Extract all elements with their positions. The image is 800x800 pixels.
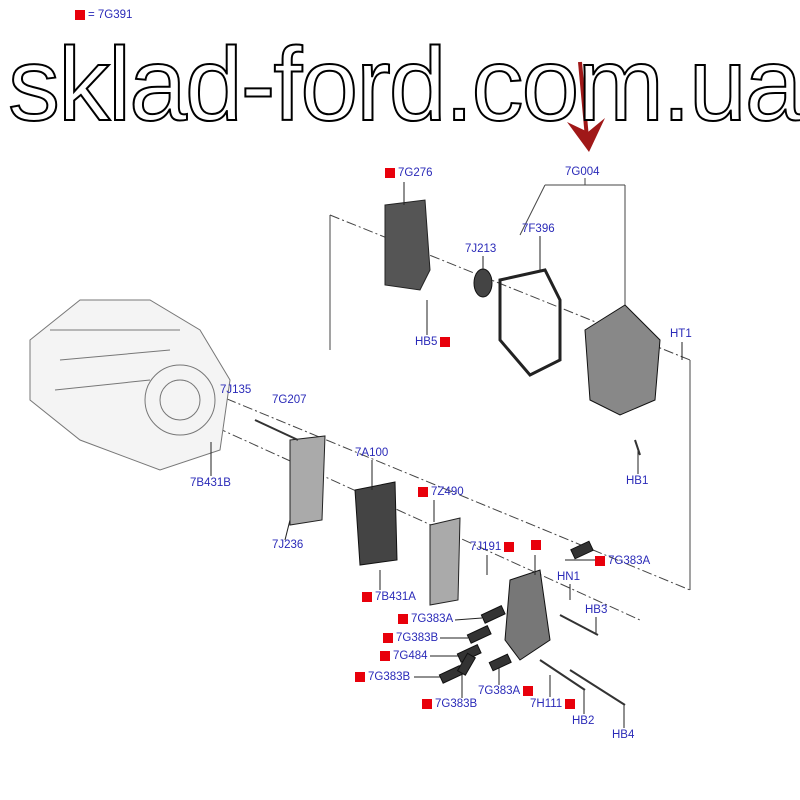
part-7J213 [473, 268, 493, 298]
label-HB3[interactable]: HB3 [585, 603, 607, 617]
label-text: 7G004 [565, 166, 600, 178]
part-7G276 [384, 199, 431, 291]
label-HB4[interactable]: HB4 [612, 728, 634, 742]
label-text: HB4 [612, 729, 635, 741]
label-text: HB2 [572, 715, 595, 727]
part-7G383B-solenoid [466, 625, 492, 644]
label-7G276[interactable]: 7G276 [385, 166, 433, 180]
leader-lines [210, 182, 683, 728]
bolt-HB1 [634, 439, 641, 456]
label-7A100[interactable]: 7A100 [355, 446, 388, 460]
label-HB5[interactable]: HB5 [415, 335, 451, 349]
label-text: 7G207 [272, 394, 307, 406]
part-7G004 [584, 304, 661, 416]
label-text: 7J236 [272, 539, 304, 551]
watermark: sklad-ford.com.ua [7, 27, 800, 143]
part-7G383A-solenoid [480, 605, 506, 624]
part-7F396 [498, 268, 562, 377]
label-text: 7G383B [368, 671, 411, 683]
label-7F396[interactable]: 7F396 [522, 222, 555, 236]
marker-icon [565, 699, 576, 709]
label-7G383A-2[interactable]: 7G383A [478, 684, 534, 698]
part-7G383A-solenoid [570, 540, 594, 560]
label-text: HB5 [415, 336, 438, 348]
label-text: 7G383A [411, 613, 454, 625]
label-text: 7J191 [470, 541, 502, 553]
label-7G484[interactable]: 7G484 [380, 649, 428, 663]
label-7B431A[interactable]: 7B431A [362, 590, 416, 604]
legend-marker-icon [75, 10, 85, 20]
label-7G383A-1[interactable]: 7G383A [398, 612, 453, 626]
label-7B431B[interactable]: 7B431B [190, 476, 231, 490]
label-7G383B-2[interactable]: 7G383B [355, 670, 410, 684]
label-7J191[interactable]: 7J191 [470, 540, 515, 554]
part-valve-body [504, 569, 551, 661]
legend-label: = 7G391 [88, 9, 133, 21]
marker-icon [380, 651, 390, 661]
label-7G383A-top[interactable]: 7G383A [595, 554, 650, 568]
label-text: HT1 [670, 328, 692, 340]
legend: = 7G391 [75, 8, 132, 22]
label-7G383B-1[interactable]: 7G383B [383, 631, 438, 645]
label-text: 7G383B [396, 632, 439, 644]
transmission-housing [29, 299, 231, 471]
marker-icon [355, 672, 365, 682]
label-7J135[interactable]: 7J135 [220, 383, 251, 397]
bolt-HB2 [539, 659, 586, 691]
marker-icon [440, 337, 451, 347]
marker-icon [523, 686, 534, 696]
label-HN1[interactable]: HN1 [557, 570, 580, 584]
label-text: 7B431A [375, 591, 416, 603]
assembly-axis [329, 214, 691, 361]
label-text: 7F396 [522, 223, 555, 235]
bolt-7G207 [254, 419, 299, 441]
label-text: 7G383A [608, 555, 651, 567]
label-text: 7A100 [355, 447, 389, 459]
label-text: HB1 [626, 475, 649, 487]
label-text: 7G276 [398, 167, 433, 179]
bolt-HB4 [569, 669, 626, 706]
part-7Z490 [429, 517, 461, 606]
part-7G383A-solenoid [488, 653, 512, 672]
bolt-HB3 [559, 614, 599, 636]
label-text: 7Z490 [431, 486, 464, 498]
marker-icon [385, 168, 395, 178]
label-text: HB3 [585, 604, 608, 616]
label-text: 7H111 [530, 698, 563, 710]
marker-icon [531, 540, 541, 550]
marker-icon [362, 592, 372, 602]
label-text: HN1 [557, 571, 581, 583]
label-HT1[interactable]: HT1 [670, 327, 692, 341]
label-text: 7G383B [435, 698, 478, 710]
marker-icon [422, 699, 432, 709]
label-text: 7B431B [190, 477, 231, 489]
marker-icon [398, 614, 408, 624]
label-7G207[interactable]: 7G207 [272, 393, 307, 407]
marker-icon [418, 487, 428, 497]
label-text: 7G383A [478, 685, 521, 697]
label-7G004[interactable]: 7G004 [565, 165, 600, 179]
label-7Z490[interactable]: 7Z490 [418, 485, 464, 499]
label-HB2[interactable]: HB2 [572, 714, 594, 728]
marker-icon [383, 633, 393, 643]
marker-unlabeled[interactable] [531, 540, 541, 550]
label-HB1[interactable]: HB1 [626, 474, 648, 488]
assembly-axis [199, 419, 641, 621]
label-7J213[interactable]: 7J213 [465, 242, 496, 256]
marker-icon [595, 556, 605, 566]
label-text: 7J135 [220, 384, 252, 396]
label-7G383B-3[interactable]: 7G383B [422, 697, 477, 711]
red-arrow-icon [567, 61, 605, 152]
label-text: 7G484 [393, 650, 428, 662]
part-7G383B-solenoid [456, 652, 477, 676]
label-text: 7J213 [465, 243, 497, 255]
part-7A100 [354, 481, 398, 566]
label-7J236[interactable]: 7J236 [272, 538, 303, 552]
part-7J236 [289, 435, 326, 526]
label-7H111[interactable]: 7H111 [530, 697, 576, 711]
marker-icon [504, 542, 515, 552]
